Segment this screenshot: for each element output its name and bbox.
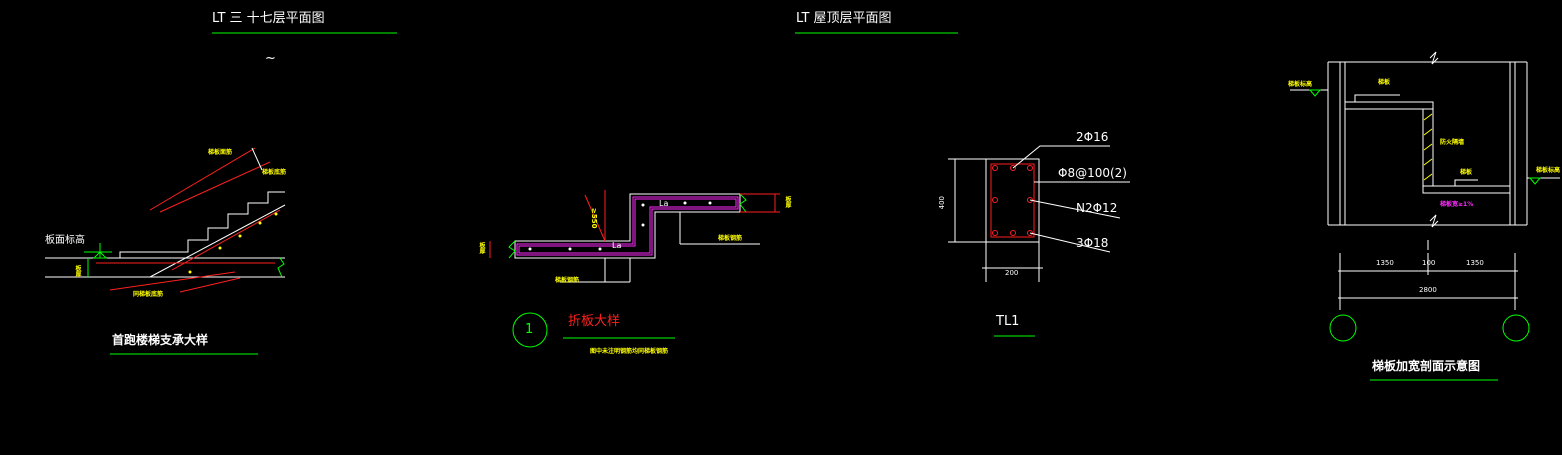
detail-number: 1	[525, 322, 534, 337]
beam-width-dim: 200	[1005, 269, 1019, 277]
title-underlines	[110, 32, 1498, 381]
dim-100: 100	[1422, 259, 1436, 267]
dim-550: ≥550	[590, 208, 598, 229]
dim-1350-right: 1350	[1466, 259, 1484, 267]
dim-1350-left: 1350	[1376, 259, 1394, 267]
label-thick-left: 板厚	[478, 242, 485, 254]
label-height: 板厚	[74, 265, 81, 277]
beam-top-bars: 2Φ16	[1076, 130, 1109, 144]
beam-bottom-bars: 3Φ18	[1076, 236, 1109, 250]
label-right-bar: 梯板钢筋	[718, 235, 743, 242]
tilde-mark: ~	[265, 51, 276, 66]
label-bottom-bar-fp: 梯板钢筋	[555, 277, 580, 284]
stair-support-detail	[45, 147, 286, 293]
beam-side-bars: N2Φ12	[1076, 201, 1118, 215]
label-top-bar: 梯板面筋	[208, 149, 233, 156]
folded-plate-detail	[489, 190, 780, 348]
beam-stirrup: Φ8@100(2)	[1058, 166, 1127, 180]
label-bottom-same: 同梯板底筋	[133, 291, 164, 298]
stair-support-title: 首跑楼梯支承大样	[112, 333, 209, 347]
la-label-lower: La	[612, 241, 622, 250]
dim-total: 2800	[1419, 286, 1437, 294]
label-width: 梯板宽≥1%	[1440, 201, 1474, 208]
folded-plate-note: 图中未注明钢筋均同梯板钢筋	[590, 348, 669, 355]
title-lt-roof-floor: LT 屋顶层平面图	[796, 11, 892, 26]
beam-name: TL1	[996, 314, 1020, 329]
label-level-left: 梯板标高	[1288, 81, 1313, 88]
section-title: 梯板加宽剖面示意图	[1372, 359, 1481, 373]
label-board-top: 梯板	[1378, 79, 1391, 86]
la-label-upper: La	[659, 199, 669, 208]
label-level-right: 梯板标高	[1536, 167, 1561, 174]
widened-section	[1290, 51, 1560, 342]
label-board-mid: 梯板	[1460, 169, 1473, 176]
label-level: 板面标高	[45, 235, 85, 246]
label-thick-right: 板厚	[784, 196, 791, 208]
title-lt3-17th-floor: LT 三 十七层平面图	[212, 11, 325, 26]
folded-plate-title: 折板大样	[568, 314, 621, 329]
beam-section-tl1	[948, 145, 1130, 282]
label-bottom-bar: 梯板底筋	[262, 169, 287, 176]
label-fire-wall: 防火隔墙	[1440, 139, 1465, 146]
beam-height-dim: 400	[938, 196, 946, 210]
